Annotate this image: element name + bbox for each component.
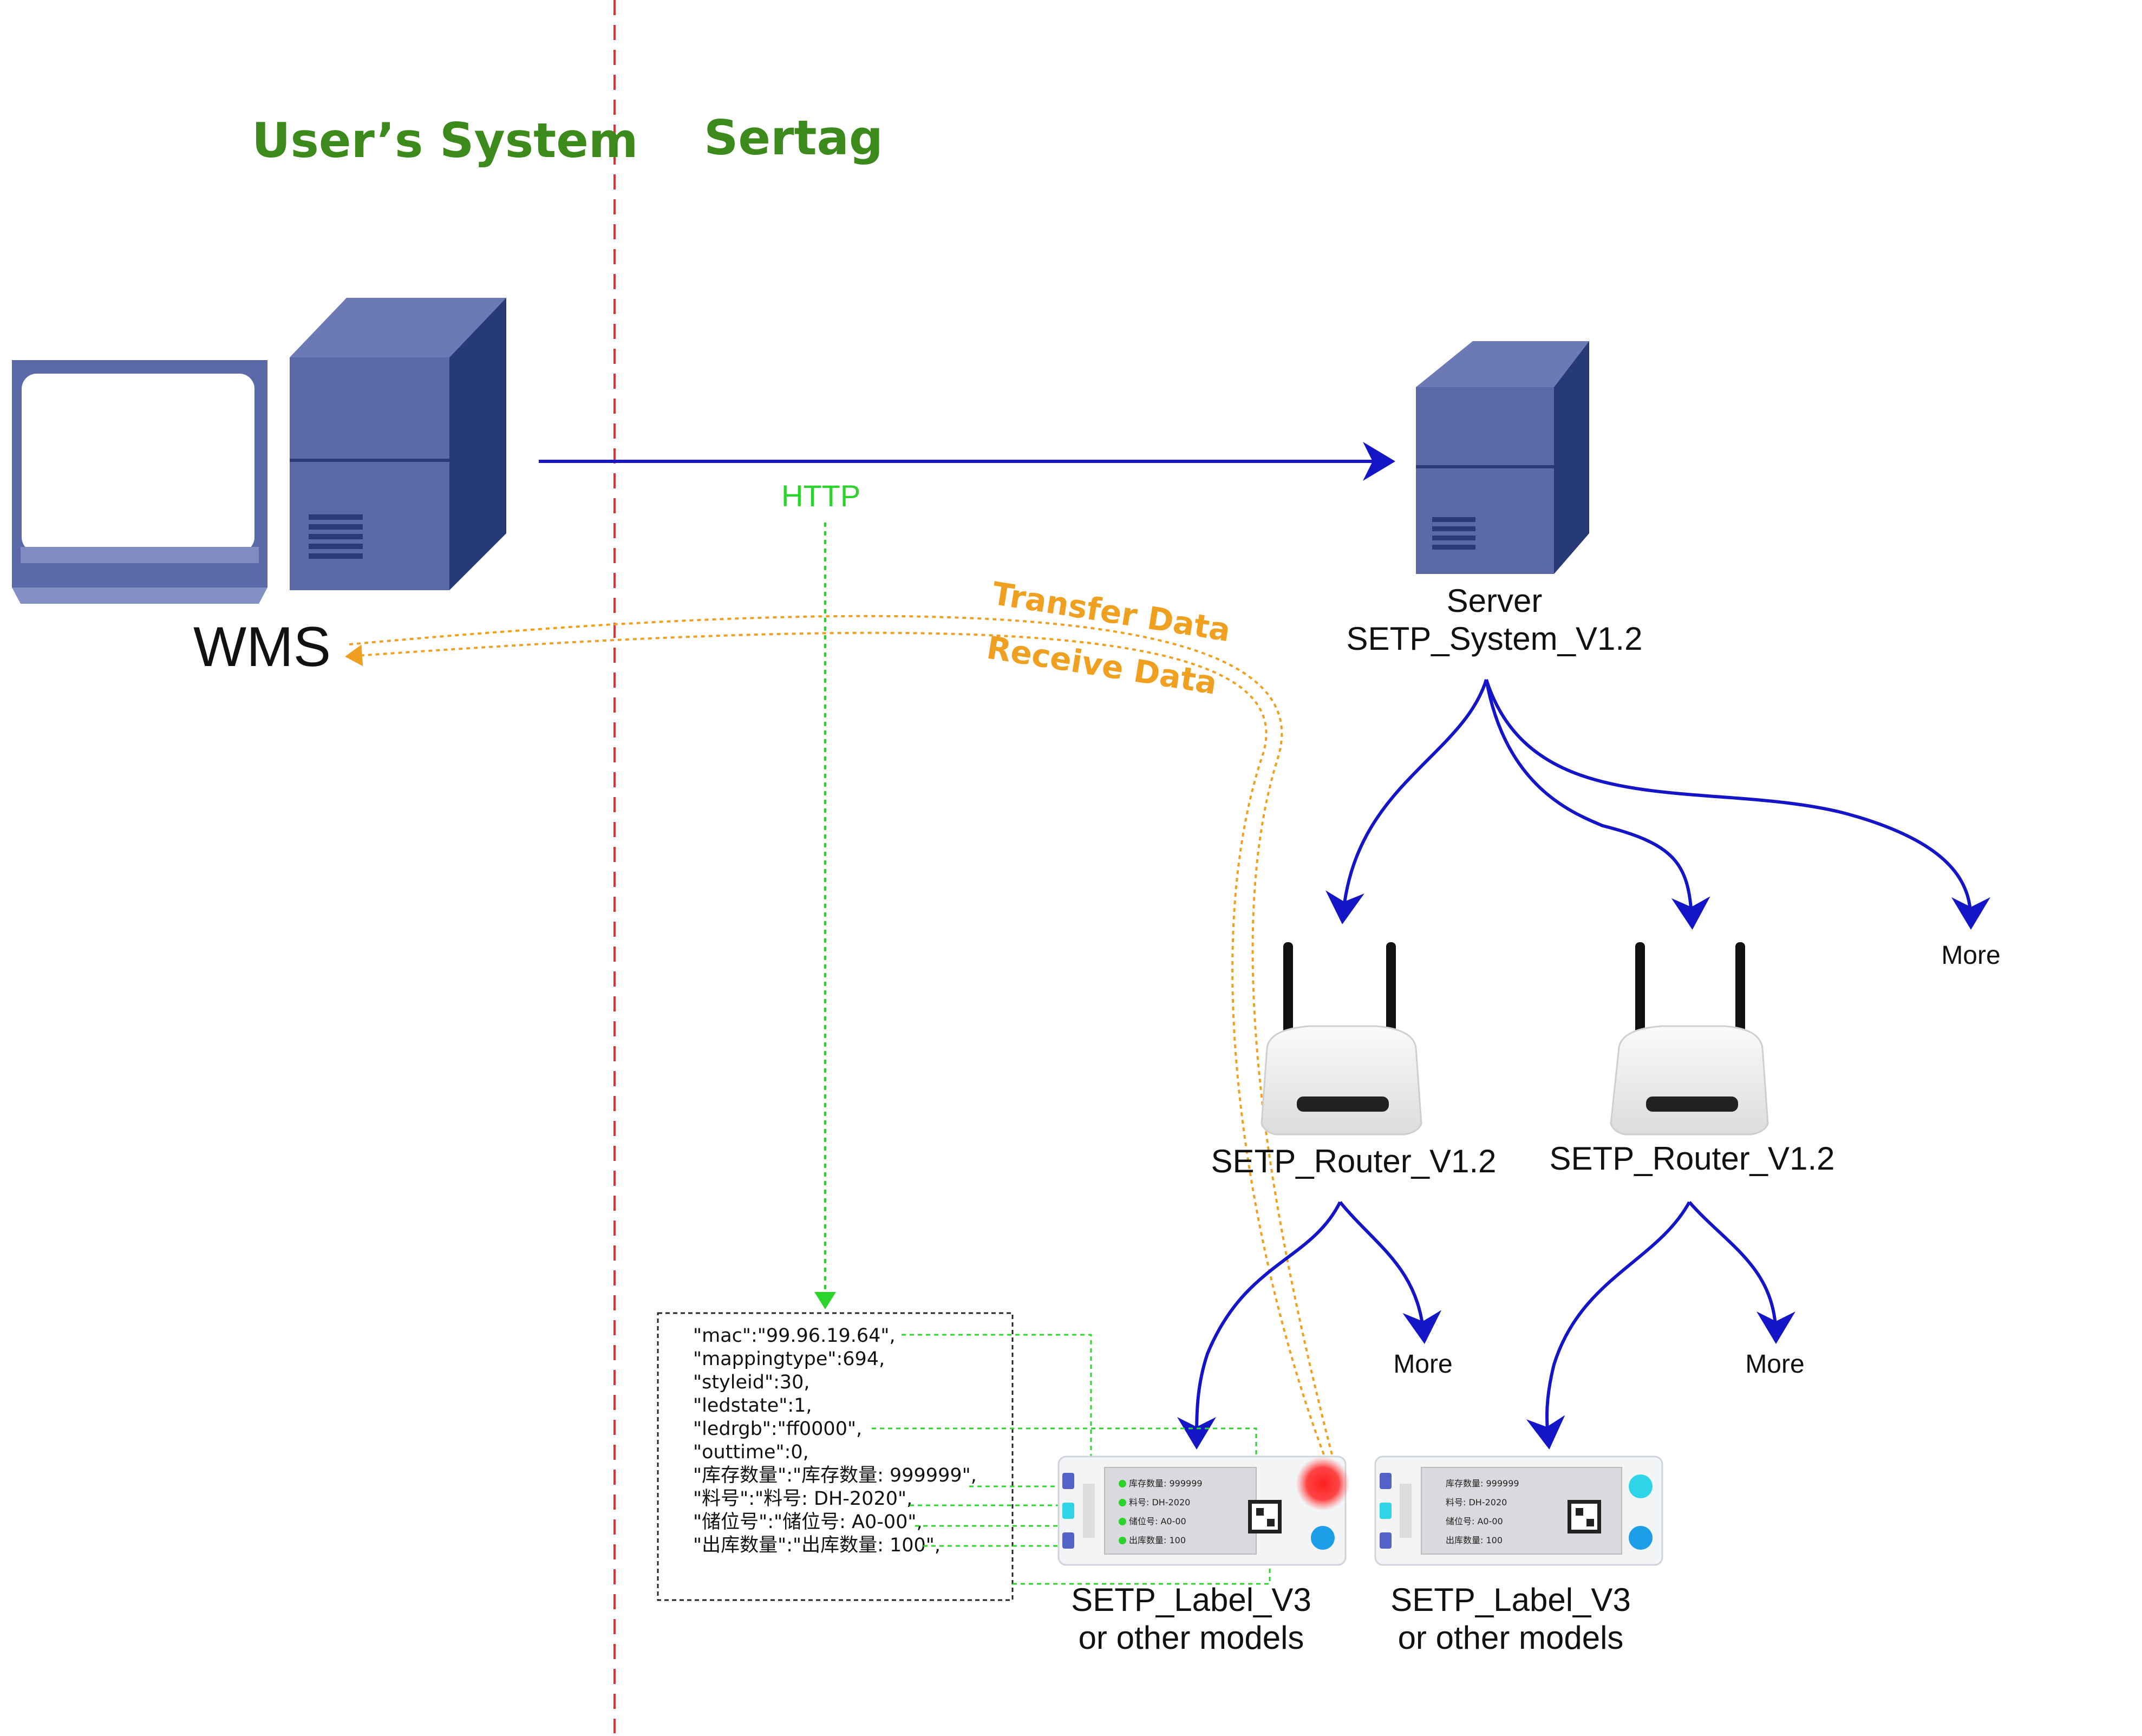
- tag2-part: 料号: DH-2020: [1446, 1497, 1507, 1507]
- router-icon: [1261, 942, 1422, 1135]
- router1-label: SETP_Router_V1.2: [1211, 1143, 1497, 1179]
- wms-computer-icon: [12, 298, 506, 604]
- router1-to-label-arrow: [1177, 1201, 1342, 1450]
- label1-model: SETP_Label_V3: [1071, 1582, 1311, 1618]
- electronic-label-device: 库存数量: 999999 料号: DH-2020 储位号: A0-00 出库数量…: [1057, 1456, 1350, 1566]
- label2-model: SETP_Label_V3: [1390, 1582, 1631, 1618]
- http-label: HTTP: [781, 479, 860, 513]
- server-to-more-arrow: [1485, 679, 1990, 930]
- server-system-label: SETP_System_V1.2: [1347, 621, 1643, 657]
- server-to-router2-arrow: [1485, 679, 1710, 930]
- tag2-bin: 储位号: A0-00: [1446, 1516, 1503, 1526]
- json-line: "储位号":"储位号: A0-00",: [693, 1511, 923, 1533]
- json-line: "出库数量":"出库数量: 100",: [693, 1535, 941, 1556]
- json-line: "ledrgb":"ff0000",: [693, 1418, 862, 1440]
- router2-to-more-arrow: [1688, 1201, 1795, 1344]
- json-line: "ledstate":1,: [693, 1395, 812, 1417]
- receive-data-flow: [345, 631, 1333, 1476]
- tag1-stock: 库存数量: 999999: [1129, 1478, 1203, 1489]
- router2-to-label-arrow: [1526, 1201, 1691, 1450]
- json-line: "料号":"料号: DH-2020",: [693, 1488, 912, 1510]
- json-payload-box: [657, 1312, 1014, 1601]
- server-label: Server: [1447, 583, 1543, 619]
- tag2-out: 出库数量: 100: [1446, 1535, 1503, 1545]
- tag2-stock: 库存数量: 999999: [1446, 1478, 1519, 1489]
- json-line: "styleid":30,: [693, 1372, 810, 1393]
- server-icon: [1416, 341, 1589, 574]
- json-line: "mac":"99.96.19.64",: [693, 1325, 896, 1347]
- json-payload-lines: "mac":"99.96.19.64","mappingtype":694,"s…: [693, 1325, 977, 1556]
- sertag-header: Sertag: [704, 110, 883, 166]
- router-icon: [1610, 942, 1769, 1135]
- router2-label: SETP_Router_V1.2: [1550, 1140, 1835, 1177]
- users-system-header: User’s System: [252, 113, 638, 168]
- router2-more-label: More: [1745, 1350, 1804, 1379]
- server-to-router1-arrow: [1325, 679, 1488, 924]
- tag1-out: 出库数量: 100: [1129, 1535, 1186, 1545]
- json-line: "outtime":0,: [693, 1441, 809, 1463]
- server-more-label: More: [1941, 941, 2000, 970]
- led-indicator: [1296, 1457, 1350, 1511]
- json-line: "mappingtype":694,: [693, 1348, 885, 1370]
- label1-model-note: or other models: [1079, 1620, 1304, 1656]
- label2-model-note: or other models: [1398, 1620, 1624, 1656]
- wms-label: WMS: [193, 616, 331, 678]
- tag1-part: 料号: DH-2020: [1129, 1497, 1190, 1507]
- router1-to-more-arrow: [1338, 1201, 1442, 1344]
- electronic-label-device: 库存数量: 999999 料号: DH-2020 储位号: A0-00 出库数量…: [1374, 1456, 1663, 1566]
- json-line: "库存数量":"库存数量: 999999",: [693, 1465, 977, 1486]
- router1-more-label: More: [1393, 1350, 1452, 1379]
- tag1-bin: 储位号: A0-00: [1129, 1516, 1186, 1526]
- transfer-data-flow: [349, 615, 1345, 1480]
